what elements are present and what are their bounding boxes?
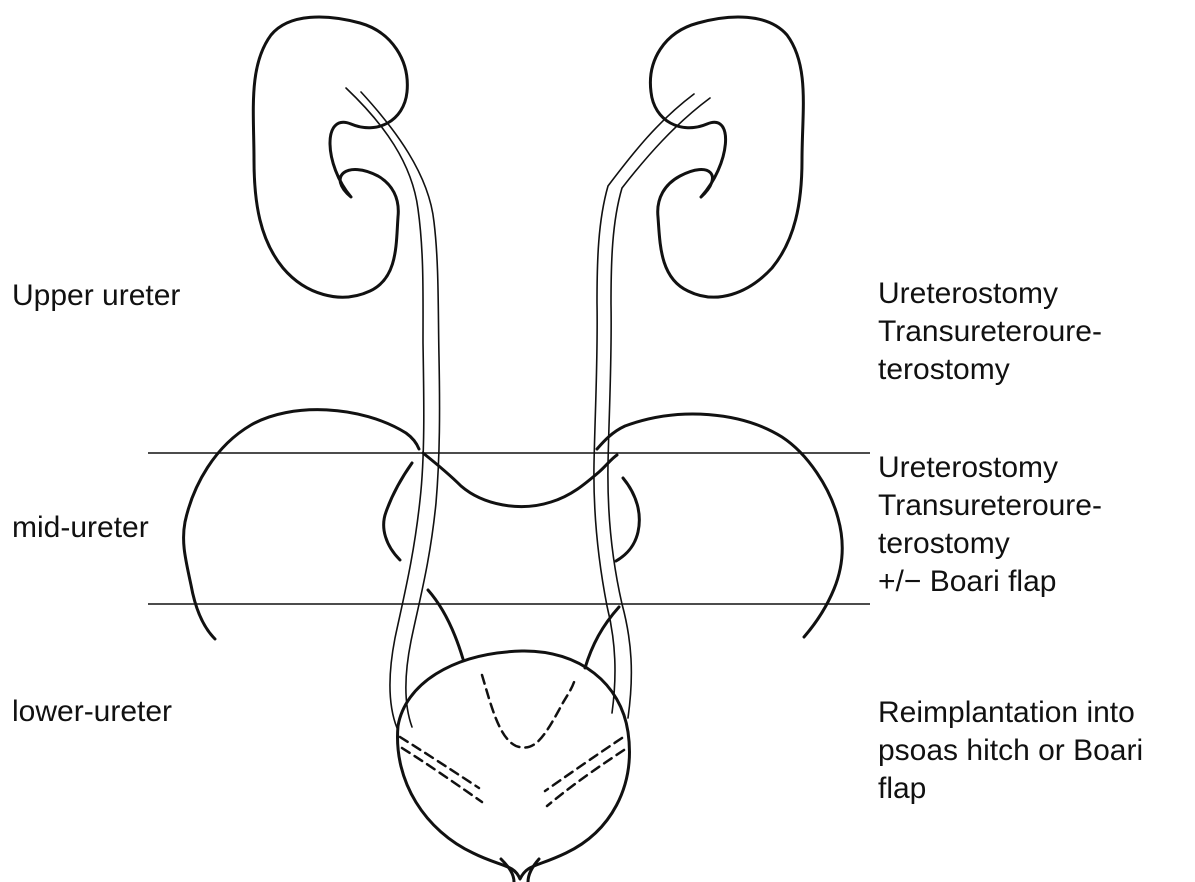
right-reimplantation-tunnel-dashed-line-2: [547, 750, 624, 806]
lower-ureter-label: lower-ureter: [12, 693, 172, 731]
right-reimplantation-tunnel-dashed-line: [545, 738, 622, 791]
lower-procedure-line-1: Reimplantation into: [878, 694, 1143, 732]
right-sacroiliac-curve: [616, 478, 639, 561]
upper-procedure-line-1: Ureterostomy: [878, 275, 1102, 313]
upper-ureter-procedure-list: Ureterostomy Transureteroure- terostomy: [878, 275, 1102, 389]
left-kidney: [253, 17, 407, 297]
urethra-right-line: [528, 859, 539, 882]
right-kidney: [650, 17, 803, 297]
left-reimplantation-tunnel-dashed-line: [400, 737, 479, 788]
mid-procedure-line-4: +/− Boari flap: [878, 563, 1102, 601]
lower-procedure-line-2: psoas hitch or Boari: [878, 732, 1143, 770]
left-ureter-inner-line: [361, 92, 440, 727]
lower-procedure-line-3: flap: [878, 770, 1143, 808]
mid-ureter-label: mid-ureter: [12, 509, 149, 547]
right-ureter-outer-line: [608, 98, 710, 718]
mid-procedure-line-3: terostomy: [878, 525, 1102, 563]
left-reimplantation-tunnel-dashed-line-2: [402, 748, 482, 802]
upper-procedure-line-3: terostomy: [878, 351, 1102, 389]
lower-ureter-procedure-list: Reimplantation into psoas hitch or Boari…: [878, 694, 1143, 808]
upper-ureter-label: Upper ureter: [12, 277, 180, 315]
mid-procedure-line-1: Ureterostomy: [878, 449, 1102, 487]
left-pelvic-lower-curve: [428, 590, 463, 659]
upper-procedure-line-2: Transureteroure-: [878, 313, 1102, 351]
bladder-inner-dashed-curve: [482, 675, 575, 748]
mid-ureter-procedure-list: Ureterostomy Transureteroure- terostomy …: [878, 449, 1102, 601]
mid-procedure-line-2: Transureteroure-: [878, 487, 1102, 525]
pelvic-brim-arc: [423, 453, 617, 507]
bladder-outline: [397, 651, 629, 879]
left-sacroiliac-curve: [384, 463, 412, 560]
